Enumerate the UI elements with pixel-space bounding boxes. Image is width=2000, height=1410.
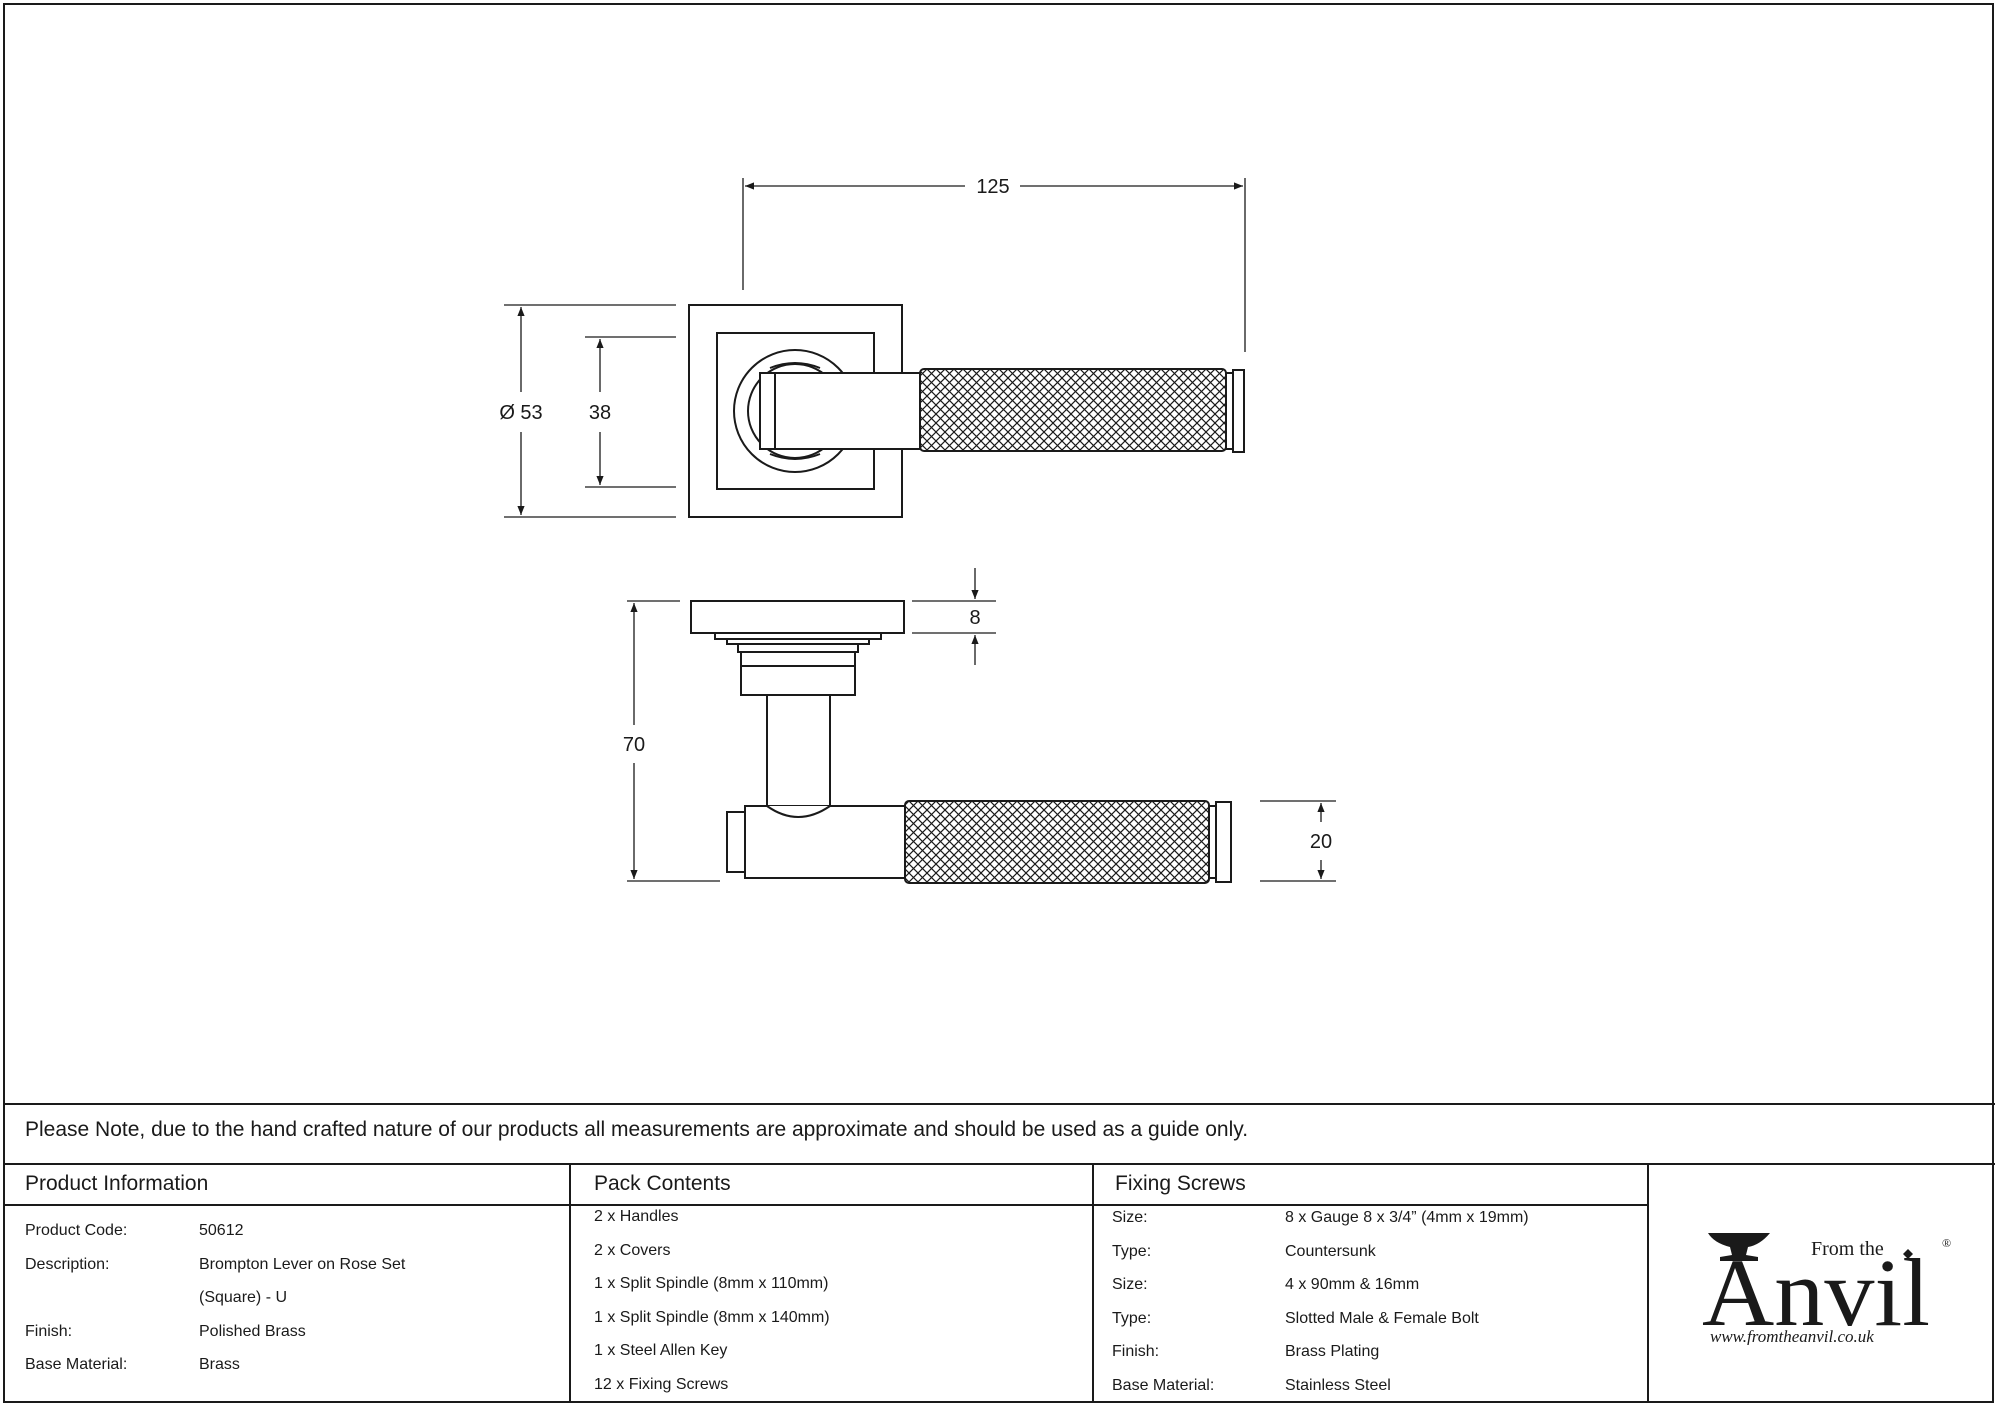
row-value: 8 x Gauge 8 x 3/4” (4mm x 19mm)	[1285, 1209, 1529, 1226]
lever-end-cap	[1233, 370, 1244, 452]
dim-lever-diameter: 20	[1310, 831, 1332, 853]
product-info-row: Base Material:Brass	[25, 1356, 405, 1390]
pack-contents-header: Pack Contents	[594, 1172, 731, 1196]
rose-plate	[691, 601, 904, 633]
row-label: Base Material:	[1112, 1377, 1285, 1395]
fixing-screws-row: Type:Countersunk	[1112, 1243, 1529, 1277]
product-info-table: Product Code:50612 Description:Brompton …	[25, 1222, 405, 1390]
dim-rose-diameter: Ø 53	[499, 402, 542, 424]
row-value: Countersunk	[1285, 1243, 1376, 1260]
logo-url: www.fromtheanvil.co.uk	[1710, 1327, 1874, 1345]
product-info-row: Description:Brompton Lever on Rose Set	[25, 1256, 405, 1290]
row-value: Brass	[199, 1356, 240, 1373]
row-label: Finish:	[25, 1323, 199, 1341]
fixing-screws-row: Type:Slotted Male & Female Bolt	[1112, 1310, 1529, 1344]
row-value: Stainless Steel	[1285, 1377, 1391, 1394]
lever-knurled-grip	[920, 369, 1226, 451]
fixing-screws-table: Size:8 x Gauge 8 x 3/4” (4mm x 19mm) Typ…	[1112, 1209, 1529, 1410]
row-label: Size:	[1112, 1209, 1285, 1227]
row-label: Type:	[1112, 1310, 1285, 1328]
list-item: 12 x Fixing Screws	[594, 1376, 830, 1410]
dim-rose-thickness: 8	[969, 607, 980, 629]
row-label: Description:	[25, 1256, 199, 1274]
product-info-header: Product Information	[25, 1172, 208, 1196]
fixing-screws-row: Size:4 x 90mm & 16mm	[1112, 1276, 1529, 1310]
list-item: 1 x Split Spindle (8mm x 140mm)	[594, 1309, 830, 1343]
dim-projection: 70	[623, 734, 645, 756]
fixing-screws-row: Finish:Brass Plating	[1112, 1343, 1529, 1377]
row-value: Brompton Lever on Rose Set	[199, 1256, 405, 1273]
lever-body	[745, 806, 905, 878]
top-view	[689, 305, 1244, 517]
row-value: (Square) - U	[199, 1289, 287, 1306]
side-knurled-grip	[905, 801, 1209, 883]
product-info-row: Finish:Polished Brass	[25, 1323, 405, 1357]
list-item: 2 x Handles	[594, 1208, 830, 1242]
dimension-lines	[504, 178, 1336, 881]
fixing-screws-row: Size:8 x Gauge 8 x 3/4” (4mm x 19mm)	[1112, 1209, 1529, 1243]
row-value: Brass Plating	[1285, 1343, 1379, 1360]
fixing-screws-row: Base Material:Stainless Steel	[1112, 1377, 1529, 1410]
side-view	[691, 601, 1231, 883]
row-value: Polished Brass	[199, 1323, 306, 1340]
measurement-note: Please Note, due to the hand crafted nat…	[25, 1118, 1248, 1142]
row-value: 4 x 90mm & 16mm	[1285, 1276, 1419, 1293]
lever-neck	[760, 373, 920, 449]
list-item: 2 x Covers	[594, 1242, 830, 1276]
row-label: Finish:	[1112, 1343, 1285, 1361]
logo-registered: ®	[1942, 1236, 1951, 1250]
from-the-anvil-logo: From the Anvil ® www.fromtheanvil.co.uk	[1700, 1225, 1960, 1345]
row-value: 50612	[199, 1222, 244, 1239]
row-value: Slotted Male & Female Bolt	[1285, 1310, 1479, 1327]
product-info-row: (Square) - U	[25, 1289, 405, 1323]
dim-overall-length: 125	[976, 176, 1009, 198]
fixing-screws-header: Fixing Screws	[1115, 1172, 1246, 1196]
row-label: Product Code:	[25, 1222, 199, 1240]
product-info-row: Product Code:50612	[25, 1222, 405, 1256]
list-item: 1 x Split Spindle (8mm x 110mm)	[594, 1275, 830, 1309]
pack-contents-list: 2 x Handles 2 x Covers 1 x Split Spindle…	[594, 1208, 830, 1409]
dim-inner-square: 38	[589, 402, 611, 424]
row-label: Size:	[1112, 1276, 1285, 1294]
row-label: Type:	[1112, 1243, 1285, 1261]
side-end-cap	[1216, 802, 1231, 882]
row-label: Base Material:	[25, 1356, 199, 1374]
list-item: 1 x Steel Allen Key	[594, 1342, 830, 1376]
